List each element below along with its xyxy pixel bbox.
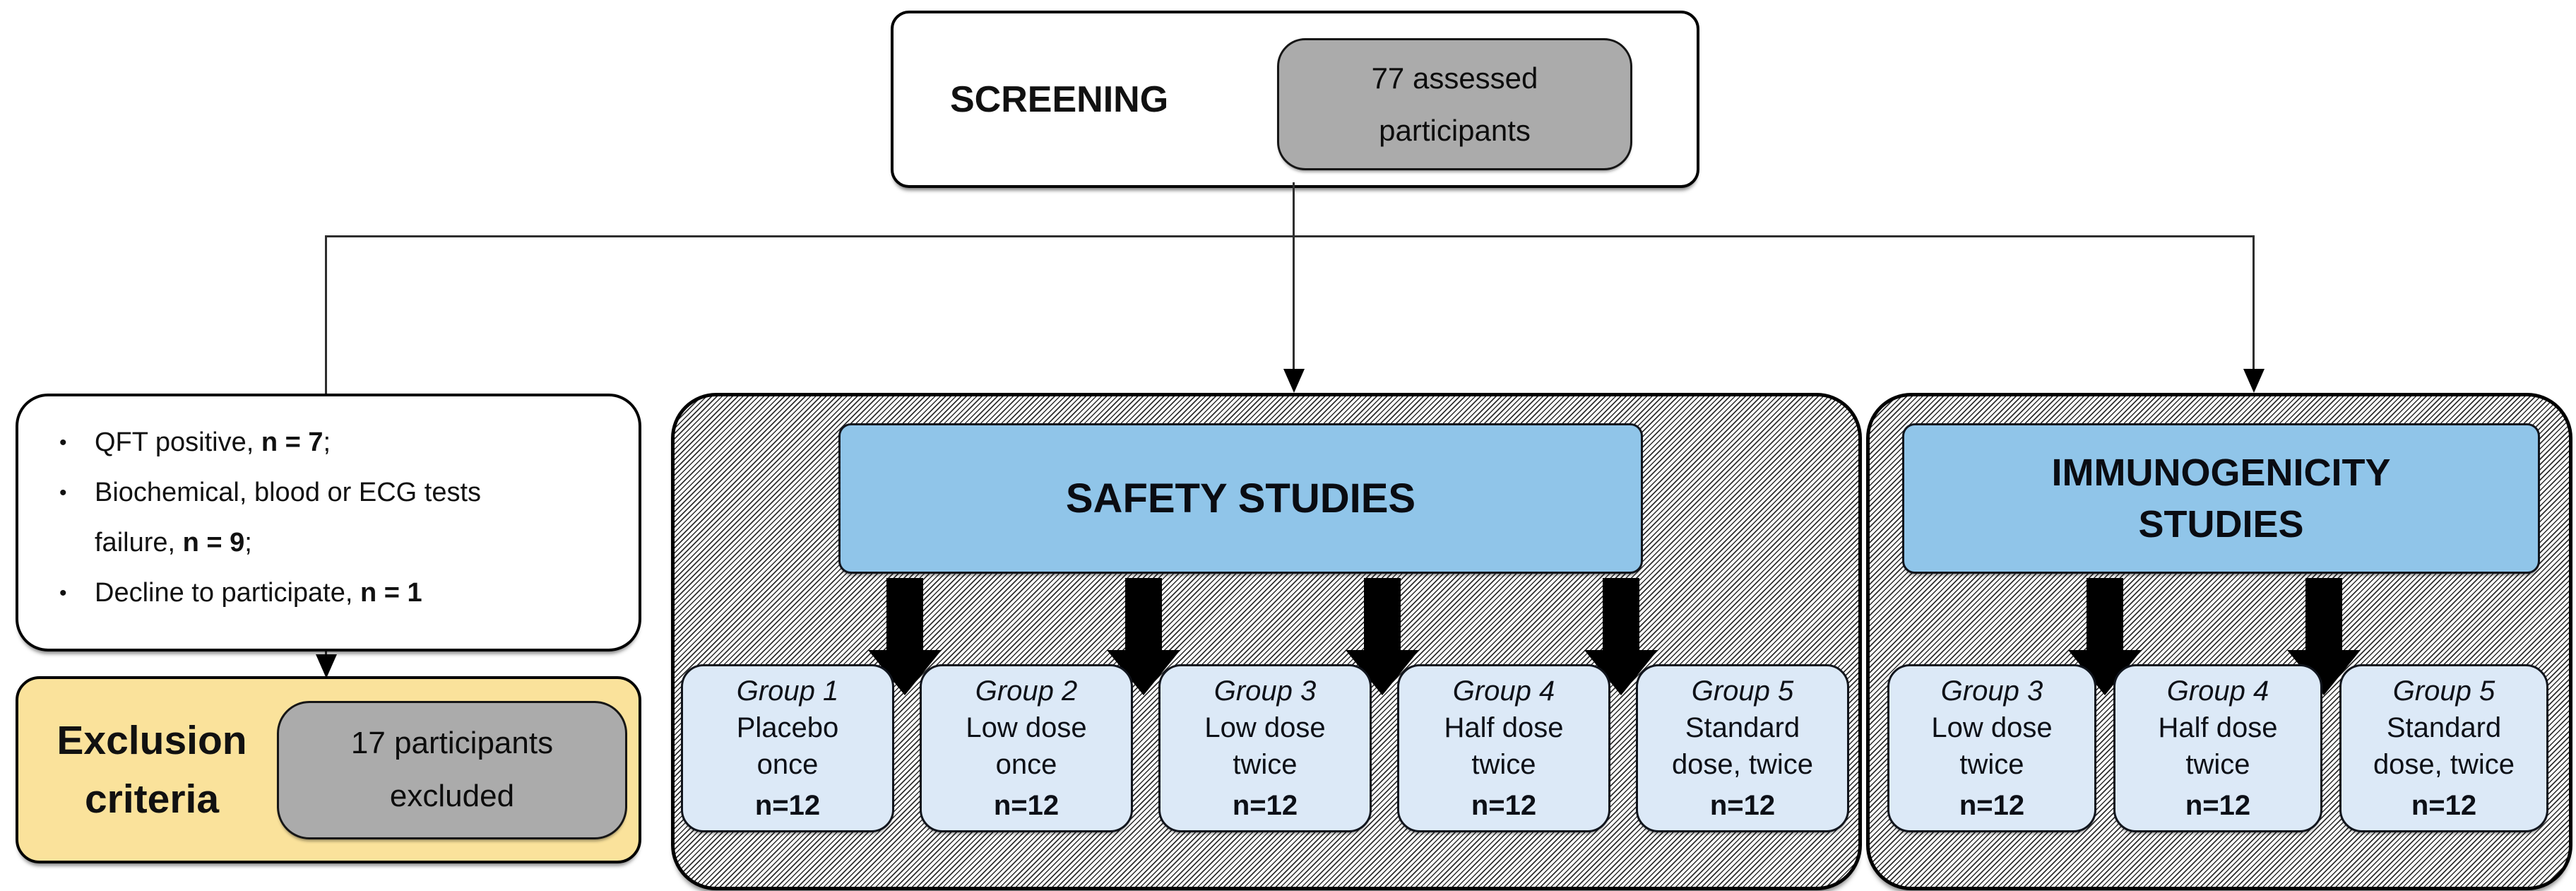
- group-dose-line2: twice: [1233, 749, 1298, 780]
- immuno-group-3-box: Group 3 Low dose twice n=12: [1887, 664, 2096, 832]
- group-n: n=12: [2411, 790, 2477, 821]
- group-dose-line1: Low dose: [1204, 712, 1326, 743]
- exclusion-bullet-text: QFT positive, n = 7;: [95, 418, 331, 468]
- group-dose-line1: Half dose: [1444, 712, 1564, 743]
- block-arrow-down-icon: [2287, 578, 2361, 695]
- group-n: n=12: [1709, 790, 1776, 821]
- bullet-n-value: n = 1: [360, 578, 422, 608]
- safety-group-1-box: Group 1 Placebo once n=12: [681, 664, 894, 832]
- group-dose-line2: dose, twice: [1671, 749, 1814, 780]
- group-n: n=12: [2185, 790, 2251, 821]
- immunogenicity-title-line2: STUDIES: [2138, 502, 2304, 545]
- group-n: n=12: [1471, 790, 1537, 821]
- group-dose-line1: Half dose: [2158, 712, 2278, 743]
- group-dose-line1: Placebo: [736, 712, 839, 743]
- bullet-dot-icon: •: [59, 582, 67, 605]
- safety-studies-title: SAFETY STUDIES: [1065, 476, 1416, 521]
- screening-count-line1: 77 assessed: [1371, 61, 1538, 95]
- immunogenicity-title-line1: IMMUNOGENICITY: [2051, 451, 2391, 494]
- arrowhead-safety-icon: [1283, 369, 1305, 393]
- bullet-dot-icon: •: [59, 481, 67, 504]
- group-n: n=12: [1959, 790, 2025, 821]
- exclusion-bullet-text: Decline to participate, n = 1: [95, 568, 422, 618]
- group-dose-line1: Low dose: [966, 712, 1087, 743]
- safety-group-4-box: Group 4 Half dose twice n=12: [1397, 664, 1610, 832]
- group-n: n=12: [993, 790, 1060, 821]
- exclusion-bullet-decline: • Decline to participate, n = 1: [59, 568, 617, 618]
- exclusion-criteria-box: Exclusion criteria 17 participants exclu…: [16, 676, 641, 863]
- connector-exclusion-down: [325, 646, 327, 659]
- group-dose-line2: once: [756, 749, 819, 780]
- safety-group-3-box: Group 3 Low dose twice n=12: [1158, 664, 1372, 832]
- bullet-n-value: n = 7: [261, 427, 324, 457]
- group-dose-line1: Standard: [1685, 712, 1800, 743]
- group-name: Group 5: [1691, 675, 1794, 707]
- group-dose-line2: dose, twice: [2373, 749, 2515, 780]
- group-dose-line2: once: [995, 749, 1057, 780]
- connector-right-branch: [2252, 235, 2255, 371]
- safety-studies-container: SAFETY STUDIES Group 1 Placebo once n=12…: [671, 393, 1862, 890]
- bullet-text-line1: Biochemical, blood or ECG tests: [95, 478, 482, 507]
- excluded-count-box: 17 participants excluded: [277, 701, 627, 839]
- arrowhead-exclusion-icon: [316, 654, 337, 678]
- excluded-count-line1: 17 participants: [350, 726, 554, 761]
- group-dose-line1: Standard: [2386, 712, 2502, 743]
- group-n: n=12: [754, 790, 821, 821]
- bullet-n-value: n = 9: [182, 528, 245, 557]
- safety-group-5-box: Group 5 Standard dose, twice n=12: [1636, 664, 1849, 832]
- bullet-text: Decline to participate,: [95, 578, 360, 608]
- connector-screening-down: [1293, 182, 1295, 236]
- connector-left-branch: [325, 235, 327, 394]
- immunogenicity-studies-header: IMMUNOGENICITY STUDIES: [1902, 423, 2540, 574]
- bullet-suffix: ;: [244, 528, 252, 557]
- group-name: Group 1: [736, 675, 839, 707]
- exclusion-criteria-title: Exclusion criteria: [18, 679, 285, 861]
- exclusion-title-line2: criteria: [84, 776, 220, 822]
- arrowhead-immunogenicity-icon: [2243, 369, 2265, 393]
- screening-count-line2: participants: [1379, 113, 1531, 147]
- bullet-dot-icon: •: [59, 431, 67, 454]
- immuno-group-5-box: Group 5 Standard dose, twice n=12: [2339, 664, 2548, 832]
- group-name: Group 4: [1452, 675, 1555, 707]
- group-name: Group 4: [2166, 675, 2269, 707]
- exclusion-bullet-qft: • QFT positive, n = 7;: [59, 418, 617, 468]
- screening-label: SCREENING: [950, 78, 1169, 120]
- immuno-group-4-box: Group 4 Half dose twice n=12: [2113, 664, 2322, 832]
- group-name: Group 3: [1940, 675, 2043, 707]
- group-name: Group 2: [975, 675, 1078, 707]
- exclusion-reasons-box: • QFT positive, n = 7; • Biochemical, bl…: [16, 394, 641, 651]
- excluded-count-line2: excluded: [389, 779, 515, 813]
- immunogenicity-studies-container: IMMUNOGENICITY STUDIES Group 3 Low dose …: [1866, 393, 2572, 890]
- connector-center-branch: [1293, 235, 1295, 371]
- exclusion-bullet-tests: • Biochemical, blood or ECG tests failure…: [59, 468, 617, 568]
- screening-count-box: 77 assessed participants: [1277, 38, 1632, 170]
- exclusion-title-line1: Exclusion: [57, 717, 247, 763]
- bullet-suffix: ;: [323, 427, 331, 457]
- bullet-text-line2: failure,: [95, 528, 183, 557]
- group-dose-line1: Low dose: [1931, 712, 2053, 743]
- bullet-text: QFT positive,: [95, 427, 261, 457]
- safety-group-2-box: Group 2 Low dose once n=12: [920, 664, 1133, 832]
- connector-horizontal: [325, 235, 2255, 237]
- group-name: Group 3: [1213, 675, 1317, 707]
- group-name: Group 5: [2392, 675, 2495, 707]
- group-dose-line2: twice: [1471, 749, 1536, 780]
- group-dose-line2: twice: [2185, 749, 2250, 780]
- screening-box: SCREENING 77 assessed participants: [891, 11, 1699, 188]
- group-n: n=12: [1232, 790, 1298, 821]
- safety-studies-header: SAFETY STUDIES: [838, 423, 1643, 574]
- exclusion-reasons-list: • QFT positive, n = 7; • Biochemical, bl…: [18, 396, 639, 618]
- group-dose-line2: twice: [1959, 749, 2024, 780]
